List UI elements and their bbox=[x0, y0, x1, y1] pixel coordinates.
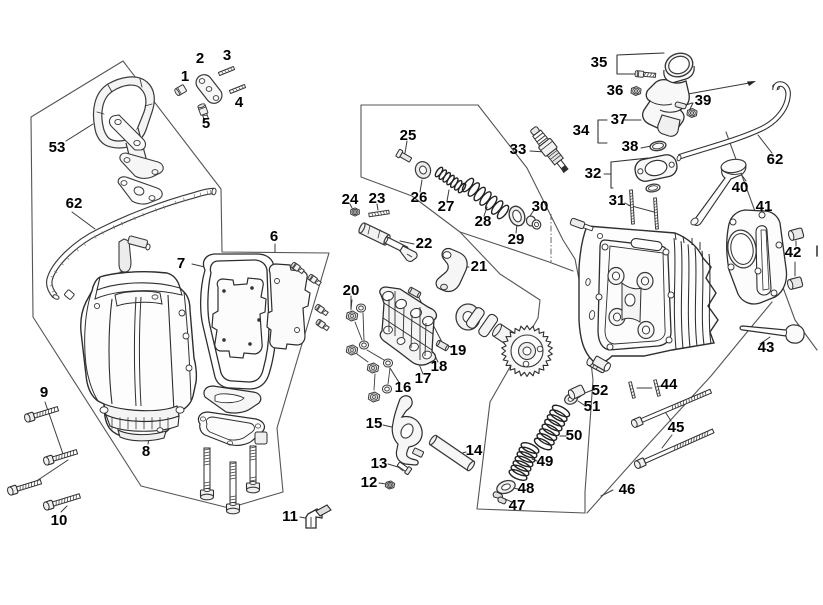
svg-text:15: 15 bbox=[366, 415, 383, 432]
svg-text:24: 24 bbox=[342, 191, 359, 208]
svg-text:49: 49 bbox=[537, 453, 554, 470]
svg-text:22: 22 bbox=[416, 235, 433, 252]
svg-text:30: 30 bbox=[532, 198, 549, 215]
svg-text:50: 50 bbox=[566, 427, 583, 444]
svg-text:9: 9 bbox=[40, 384, 48, 401]
svg-text:26: 26 bbox=[411, 189, 428, 206]
svg-text:12: 12 bbox=[361, 474, 378, 491]
svg-text:1: 1 bbox=[181, 68, 189, 85]
svg-text:38: 38 bbox=[622, 138, 639, 155]
svg-text:13: 13 bbox=[371, 455, 388, 472]
svg-text:44: 44 bbox=[661, 376, 678, 393]
svg-text:62: 62 bbox=[66, 195, 83, 212]
svg-text:2: 2 bbox=[196, 50, 204, 67]
svg-text:4: 4 bbox=[235, 94, 244, 111]
svg-text:37: 37 bbox=[611, 111, 628, 128]
svg-text:11: 11 bbox=[282, 508, 298, 525]
svg-text:41: 41 bbox=[756, 198, 773, 215]
svg-text:45: 45 bbox=[668, 419, 685, 436]
svg-text:46: 46 bbox=[619, 481, 636, 498]
svg-text:53: 53 bbox=[49, 139, 66, 156]
svg-text:3: 3 bbox=[223, 47, 231, 64]
svg-text:28: 28 bbox=[475, 213, 492, 230]
svg-text:62: 62 bbox=[767, 151, 784, 168]
svg-text:52: 52 bbox=[592, 382, 609, 399]
svg-text:31: 31 bbox=[609, 192, 626, 209]
svg-text:14: 14 bbox=[466, 442, 483, 459]
svg-text:36: 36 bbox=[607, 82, 624, 99]
svg-text:5: 5 bbox=[202, 115, 210, 132]
svg-text:27: 27 bbox=[438, 198, 455, 215]
svg-text:29: 29 bbox=[508, 231, 525, 248]
svg-text:47: 47 bbox=[509, 497, 526, 514]
svg-text:23: 23 bbox=[369, 190, 386, 207]
svg-text:48: 48 bbox=[518, 480, 535, 497]
svg-text:19: 19 bbox=[450, 342, 467, 359]
svg-text:34: 34 bbox=[573, 122, 590, 139]
svg-text:42: 42 bbox=[785, 244, 802, 261]
svg-text:7: 7 bbox=[177, 255, 185, 272]
svg-text:6: 6 bbox=[270, 228, 278, 245]
svg-text:20: 20 bbox=[343, 282, 360, 299]
svg-text:40: 40 bbox=[732, 179, 749, 196]
svg-text:18: 18 bbox=[431, 358, 448, 375]
svg-text:21: 21 bbox=[471, 258, 488, 275]
svg-text:16: 16 bbox=[395, 379, 412, 396]
svg-text:25: 25 bbox=[400, 127, 417, 144]
svg-text:35: 35 bbox=[591, 54, 608, 71]
svg-text:33: 33 bbox=[510, 141, 527, 158]
svg-text:51: 51 bbox=[584, 398, 601, 415]
svg-text:43: 43 bbox=[758, 339, 775, 356]
svg-text:39: 39 bbox=[695, 92, 712, 109]
svg-text:17: 17 bbox=[415, 370, 432, 387]
svg-text:32: 32 bbox=[585, 165, 602, 182]
svg-text:10: 10 bbox=[51, 512, 68, 529]
svg-text:8: 8 bbox=[142, 443, 150, 460]
